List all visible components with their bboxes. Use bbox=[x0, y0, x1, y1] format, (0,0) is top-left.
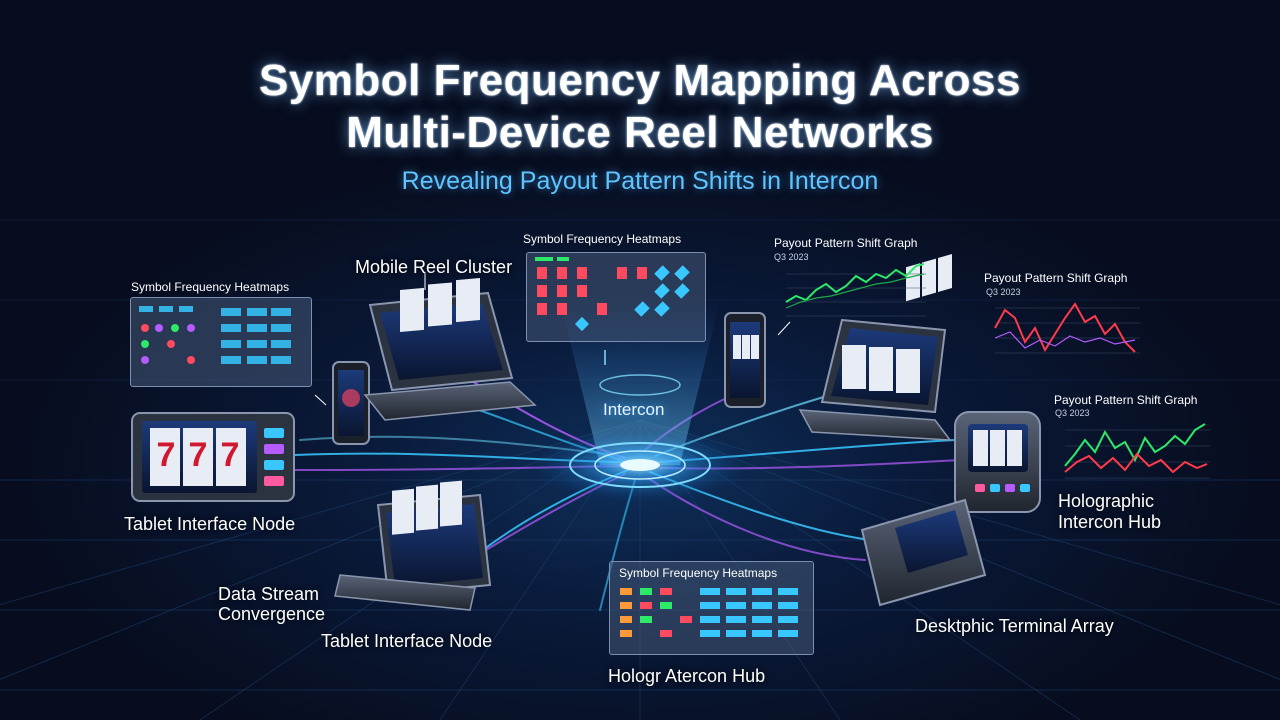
reel-symbol: 7 bbox=[156, 436, 176, 474]
label-tablet-node-left: Tablet Interface Node bbox=[124, 514, 296, 534]
tablet-bottom-device bbox=[334, 480, 492, 611]
phone-center-device bbox=[724, 312, 791, 408]
label-mobile-reel-cluster: Mobile Reel Cluster bbox=[355, 257, 513, 277]
label-holographic-1: Holographic bbox=[1058, 491, 1155, 511]
holographic-hub-device bbox=[954, 411, 1041, 513]
graph-lower-title: Payout Pattern Shift Graph bbox=[1054, 393, 1198, 407]
subtitle: Revealing Payout Pattern Shifts in Inter… bbox=[401, 167, 879, 195]
title-line-2: Multi-Device Reel Networks bbox=[346, 108, 934, 157]
heatmap-top-panel bbox=[526, 252, 706, 342]
laptop-right-device bbox=[798, 318, 952, 441]
reel-symbol: 7 bbox=[188, 436, 208, 474]
tablet-left-reels: 7 7 7 bbox=[150, 436, 246, 475]
heatmap-top-title: Symbol Frequency Heatmaps bbox=[523, 232, 682, 246]
heatmap-left-panel bbox=[130, 297, 312, 387]
desktop-terminal-device bbox=[860, 254, 987, 607]
phone-left-device bbox=[314, 361, 370, 445]
graph-lower-plot bbox=[1064, 423, 1210, 479]
heatmap-left-title: Symbol Frequency Heatmaps bbox=[131, 280, 290, 294]
graph-top-plot bbox=[785, 263, 926, 317]
heatmap-top-grid bbox=[535, 257, 690, 332]
laptop-mobile-reel-cluster bbox=[363, 272, 537, 421]
graph-right-period: Q3 2023 bbox=[986, 287, 1021, 297]
heatmap-bottom-title: Symbol Frequency Heatmaps bbox=[619, 566, 778, 580]
graph-lower-period: Q3 2023 bbox=[1055, 408, 1090, 418]
label-tablet-node-bottom: Tablet Interface Node bbox=[321, 631, 493, 651]
label-data-stream-1: Data Stream bbox=[218, 584, 320, 604]
heatmap-left-grid bbox=[139, 306, 291, 364]
label-holographic-2: Intercon Hub bbox=[1058, 512, 1162, 532]
graph-right-plot bbox=[994, 302, 1140, 354]
tablet-left-device bbox=[131, 412, 295, 502]
heatmap-bottom-panel: Symbol Frequency Heatmaps bbox=[609, 561, 814, 655]
graph-top-period: Q3 2023 bbox=[774, 252, 809, 262]
graph-right-title: Payout Pattern Shift Graph bbox=[984, 271, 1128, 285]
heatmap-bottom-grid bbox=[620, 588, 798, 637]
label-desktop-terminal: Desktphic Terminal Array bbox=[915, 616, 1114, 636]
reel-symbol: 7 bbox=[220, 436, 240, 474]
label-data-stream-2: Convergence bbox=[218, 604, 326, 624]
graph-top-title: Payout Pattern Shift Graph bbox=[774, 236, 918, 250]
label-holo-hub-bottom: Hologr Atercon Hub bbox=[608, 666, 766, 686]
title-line-1: Symbol Frequency Mapping Across bbox=[258, 56, 1022, 105]
hub-label: Intercon bbox=[603, 400, 665, 419]
